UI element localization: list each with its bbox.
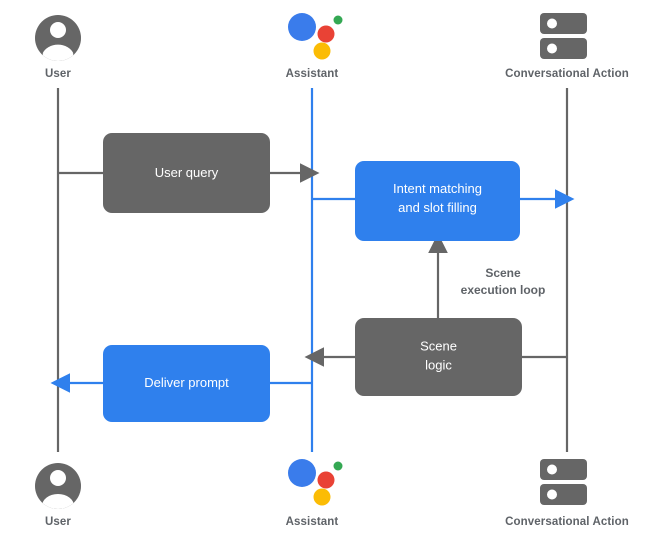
annotation-scene-execution-loop-line2: execution loop [461, 283, 546, 297]
server-icon-top [540, 13, 587, 59]
node-scene-logic-label-line2: logic [425, 357, 452, 372]
annotation-scene-execution-loop-line1: Scene [485, 266, 521, 280]
google-assistant-icon-bottom [288, 459, 343, 506]
node-user-query[interactable]: User query [103, 133, 270, 213]
user-avatar-body-top [42, 46, 74, 61]
lane-label-assistant-bottom: Assistant [286, 516, 339, 528]
node-intent-matching-label-line1: Intent matching [393, 181, 482, 196]
google-assistant-icon-top [288, 13, 343, 60]
node-scene-logic[interactable]: Scene logic [355, 318, 522, 396]
lane-label-user-top: User [45, 68, 71, 80]
node-deliver-prompt-label: Deliver prompt [144, 375, 229, 390]
node-user-query-label: User query [155, 165, 219, 180]
server-icon-bottom [540, 459, 587, 505]
node-scene-logic-label-line1: Scene [420, 338, 457, 353]
user-avatar-icon-bottom [35, 463, 81, 509]
lane-label-assistant-top: Assistant [286, 68, 339, 80]
annotation-scene-execution-loop: Scene execution loop [461, 266, 546, 297]
node-intent-matching-label-line2: and slot filling [398, 200, 477, 215]
lane-label-conversational-action-top: Conversational Action [505, 68, 629, 80]
node-intent-matching[interactable]: Intent matching and slot filling [355, 161, 520, 241]
user-avatar-body-bottom [42, 494, 74, 509]
lane-label-user-bottom: User [45, 516, 71, 528]
lane-label-conversational-action-bottom: Conversational Action [505, 516, 629, 528]
node-deliver-prompt[interactable]: Deliver prompt [103, 345, 270, 422]
